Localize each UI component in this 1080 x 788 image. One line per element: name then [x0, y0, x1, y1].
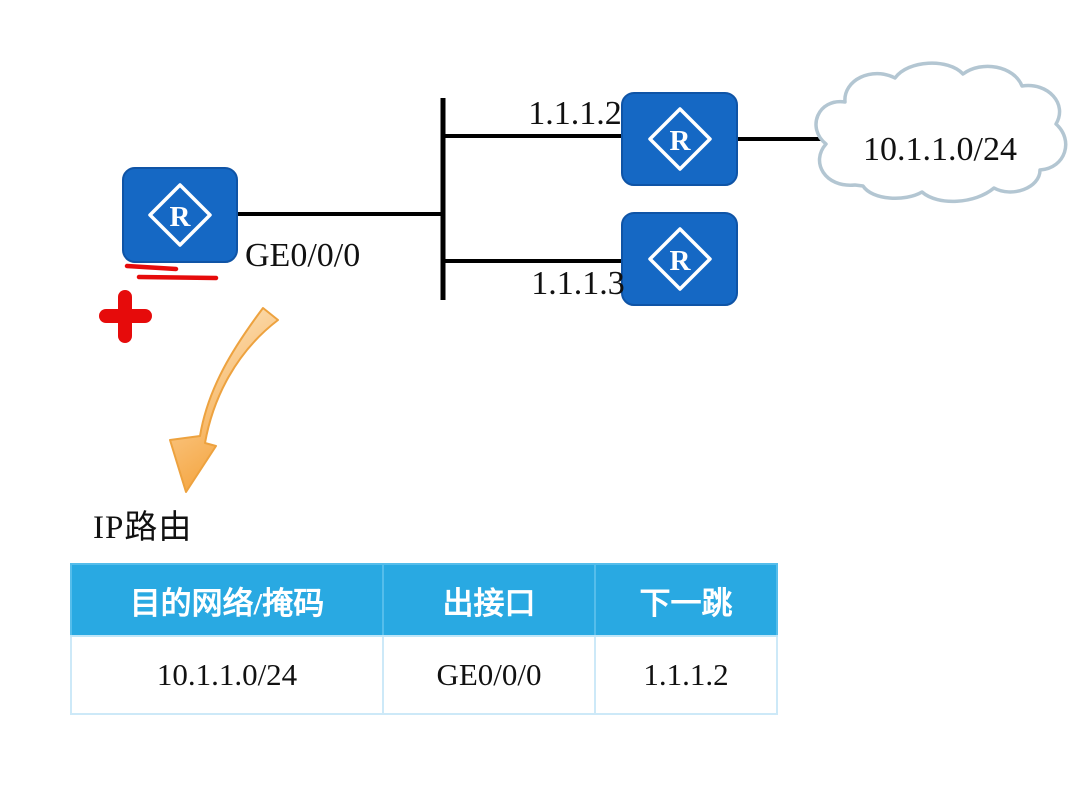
header-next-hop: 下一跳: [594, 563, 778, 637]
ip-routing-table: 目的网络/掩码 出接口 下一跳 10.1.1.0/24 GE0/0/0 1.1.…: [70, 563, 778, 715]
ip-label-bottom: 1.1.1.3: [531, 265, 625, 302]
header-destination-network: 目的网络/掩码: [70, 563, 384, 637]
orange-curved-arrow: [169, 307, 279, 493]
router-icon-bottom: R: [621, 212, 738, 306]
cell-destination-network: 10.1.1.0/24: [70, 635, 384, 715]
red-plus-marker: [99, 290, 152, 343]
router-letter: R: [170, 201, 192, 233]
cloud-network-label: 10.1.1.0/24: [863, 131, 1017, 168]
red-underline-marker: [124, 263, 219, 281]
routing-table-row: 10.1.1.0/24 GE0/0/0 1.1.1.2: [70, 635, 778, 715]
header-outgoing-interface: 出接口: [382, 563, 596, 637]
router-icon-left: R: [122, 167, 238, 263]
router-letter: R: [670, 125, 692, 157]
router-icon-top: R: [621, 92, 738, 186]
interface-label: GE0/0/0: [245, 237, 360, 274]
router-letter: R: [670, 245, 692, 277]
cell-next-hop: 1.1.1.2: [594, 635, 778, 715]
ip-label-top: 1.1.1.2: [528, 95, 622, 132]
topology-diagram: 10.1.1.0/24 R R R 1.1.1.2 1.1.1.3 GE0/0/…: [99, 61, 1068, 493]
ip-route-caption: IP路由: [93, 510, 193, 546]
routing-table-header-row: 目的网络/掩码 出接口 下一跳: [70, 563, 778, 637]
cell-outgoing-interface: GE0/0/0: [382, 635, 596, 715]
cloud-shape: 10.1.1.0/24: [814, 61, 1068, 203]
